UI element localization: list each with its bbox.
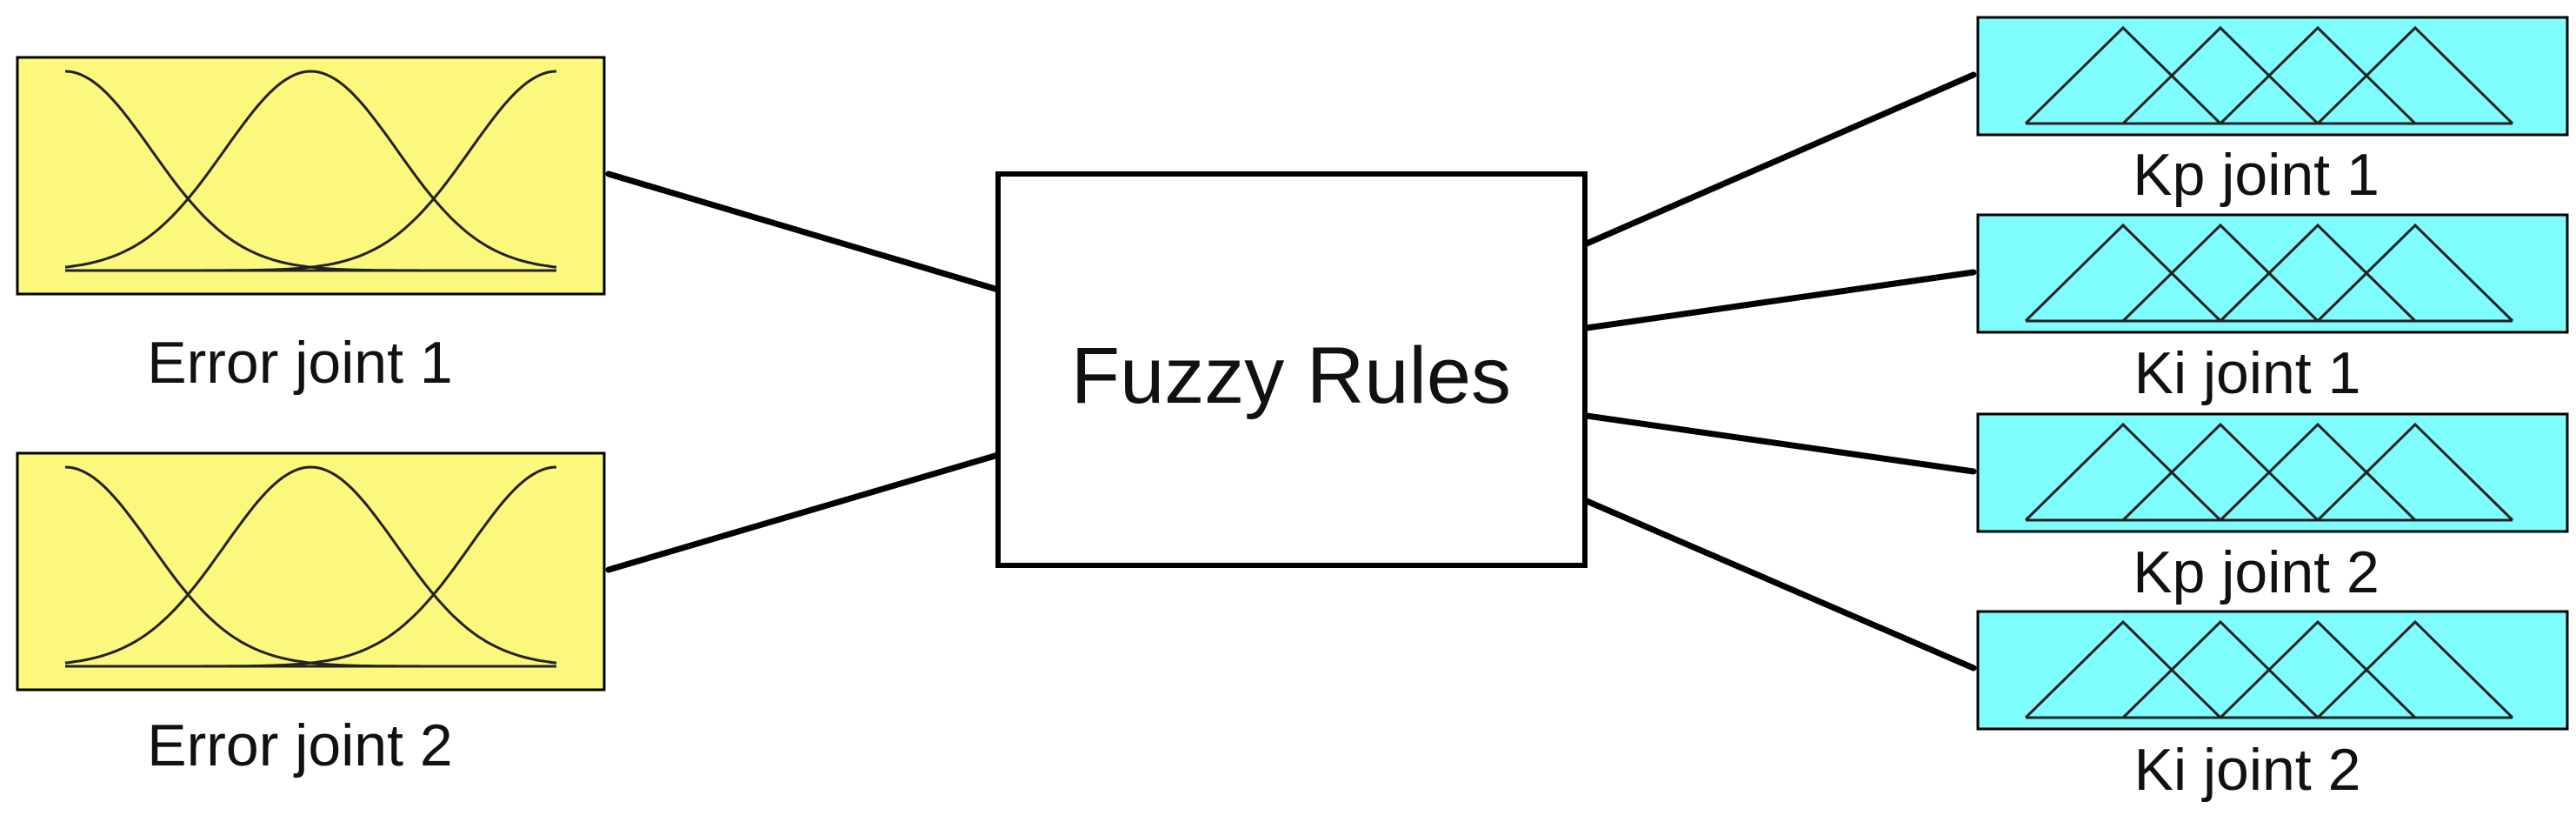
triangular-mf-curve (2219, 619, 2417, 719)
triangular-mf-curve (2219, 25, 2417, 125)
output-box (1976, 412, 2569, 533)
output-label: Kp joint 1 (2133, 142, 2380, 208)
rules-box (995, 171, 1588, 568)
triangular-membership-functions (2024, 619, 2514, 719)
triangular-mf-curve (2316, 223, 2514, 323)
triangular-mf-curve (2024, 619, 2222, 719)
triangular-mf-curve (2219, 422, 2417, 522)
output-block-ki-joint-2: Ki joint 2 (1976, 610, 2569, 803)
output-label: Ki joint 2 (2134, 737, 2361, 803)
gaussian-mf-curve (64, 70, 557, 269)
connector-rules-to-kp-joint-1 (1583, 71, 1977, 247)
connector-error-joint-1-to-rules (605, 170, 1002, 293)
triangular-mf-curve (2316, 619, 2514, 719)
gaussian-membership-functions (64, 465, 557, 668)
triangular-mf-curve (2024, 422, 2222, 522)
triangular-mf-curve (2024, 25, 2222, 125)
triangular-mf-curve (2024, 223, 2222, 323)
connectors (605, 71, 1977, 672)
rules-label: Fuzzy Rules (1071, 331, 1511, 420)
output-block-kp-joint-2: Kp joint 2 (1976, 412, 2569, 605)
triangular-membership-functions (2024, 223, 2514, 323)
input-block-error-joint-1: Error joint 1 (16, 56, 606, 396)
triangular-mf-curve (2316, 25, 2514, 125)
fuzzy-rules-block: Fuzzy Rules (995, 171, 1588, 568)
connector-rules-to-kp-joint-2 (1583, 412, 1977, 475)
gaussian-mf-curve (64, 465, 557, 665)
output-box (1976, 213, 2569, 334)
output-label: Ki joint 1 (2134, 340, 2361, 406)
connector-error-joint-2-to-rules (605, 451, 1002, 573)
triangular-mf-curve (2121, 422, 2320, 522)
output-box (1976, 610, 2569, 731)
connector-rules-to-ki-joint-1 (1583, 269, 1977, 331)
triangular-membership-functions (2024, 422, 2514, 522)
output-block-kp-joint-1: Kp joint 1 (1976, 16, 2569, 208)
input-block-error-joint-2: Error joint 2 (16, 451, 606, 779)
input-label: Error joint 1 (147, 330, 452, 396)
triangular-mf-curve (2121, 25, 2320, 125)
triangular-mf-curve (2219, 223, 2417, 323)
gaussian-membership-functions (64, 70, 557, 272)
triangular-mf-curve (2121, 619, 2320, 719)
connector-rules-to-ki-joint-2 (1583, 498, 1977, 672)
triangular-membership-functions (2024, 25, 2514, 125)
output-block-ki-joint-1: Ki joint 1 (1976, 213, 2569, 406)
output-box (1976, 16, 2569, 137)
triangular-mf-curve (2121, 223, 2320, 323)
triangular-mf-curve (2316, 422, 2514, 522)
input-label: Error joint 2 (147, 712, 452, 779)
output-label: Kp joint 2 (2133, 539, 2380, 605)
